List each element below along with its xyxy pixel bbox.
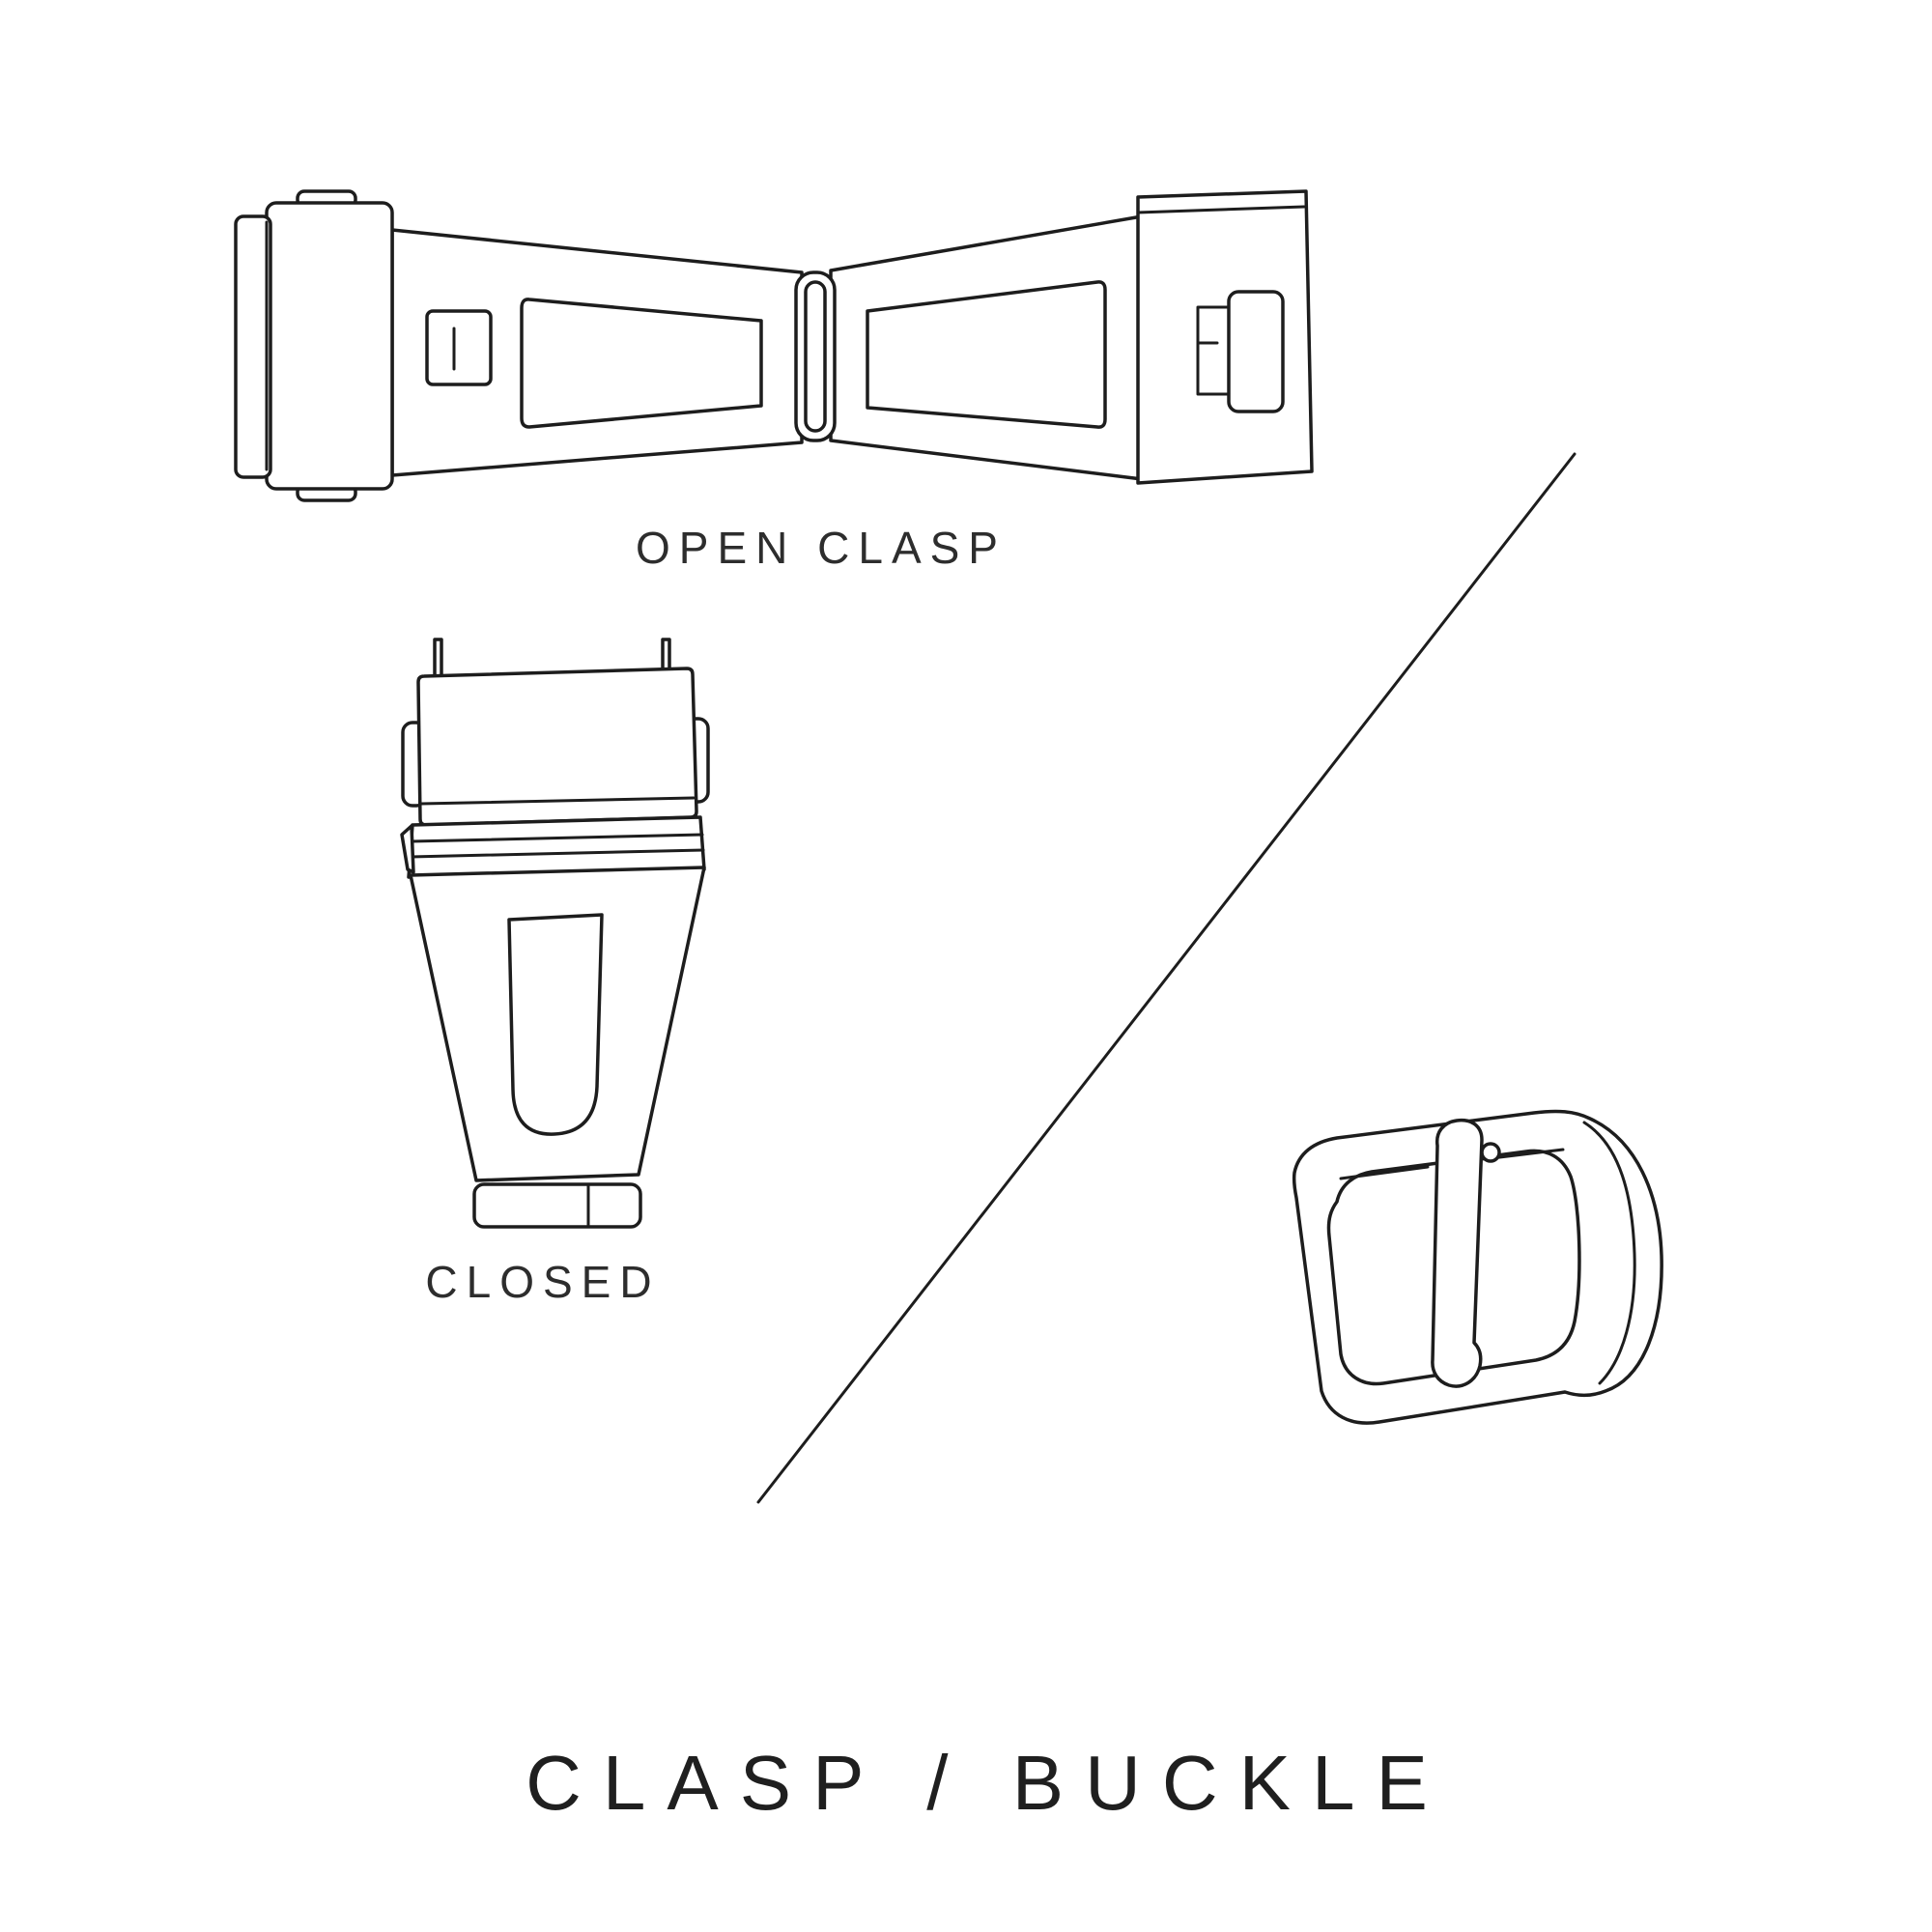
open-clasp-label: OPEN CLASP — [636, 523, 1007, 573]
page-title: CLASP / BUCKLE — [526, 1740, 1449, 1826]
tang-buckle-illustration — [1292, 1109, 1663, 1425]
open-clasp-illustration — [234, 189, 1314, 502]
closed-clasp-label: CLOSED — [425, 1257, 661, 1307]
closed-clasp-illustration — [400, 638, 710, 1229]
